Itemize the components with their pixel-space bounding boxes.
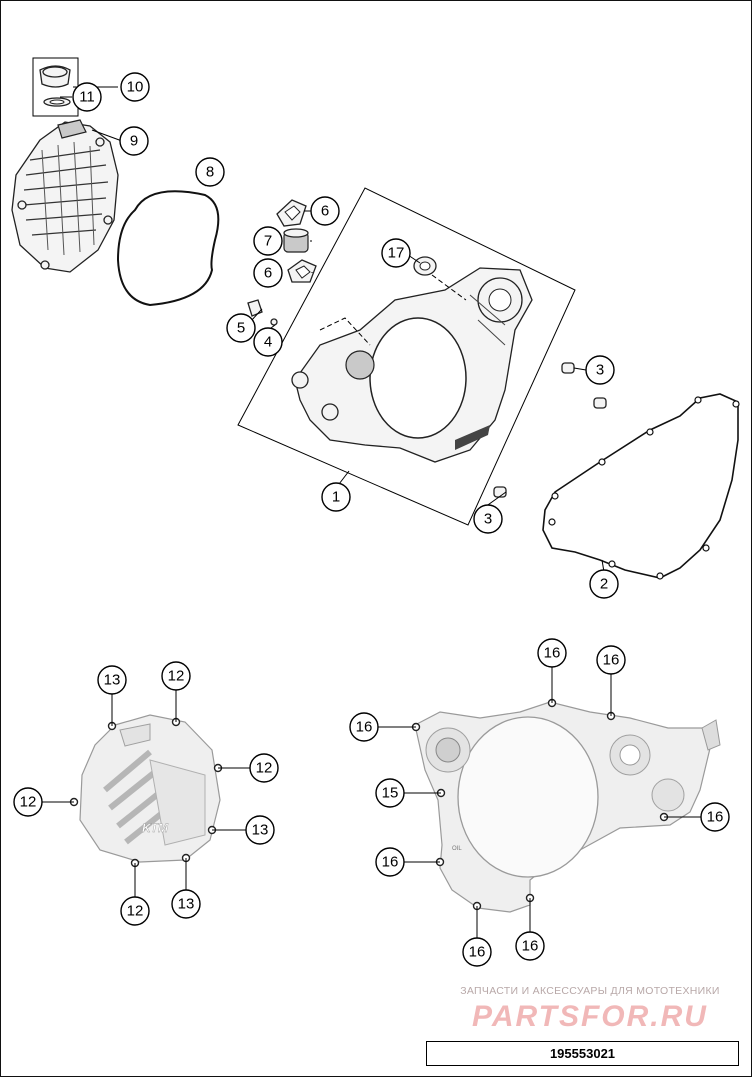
callout-4: 4 xyxy=(253,327,283,357)
svg-text:15: 15 xyxy=(382,785,399,802)
callout-5: 5 xyxy=(226,313,256,343)
crankcase-cover-fastener-view: OIL xyxy=(411,698,721,913)
callout-13-top: 13 xyxy=(97,665,127,695)
svg-text:4: 4 xyxy=(264,334,272,351)
crankcase-gasket-part xyxy=(542,393,740,580)
svg-text:6: 6 xyxy=(321,203,329,220)
callout-7: 7 xyxy=(253,226,283,256)
svg-text:16: 16 xyxy=(382,854,399,871)
svg-text:13: 13 xyxy=(178,896,195,913)
clutch-cover-part xyxy=(11,119,119,273)
svg-text:13: 13 xyxy=(252,822,269,839)
callout-3-upper: 3 xyxy=(585,355,615,385)
svg-text:6: 6 xyxy=(264,265,272,282)
svg-text:3: 3 xyxy=(484,511,492,528)
callout-17: 17 xyxy=(381,238,411,268)
svg-text:16: 16 xyxy=(707,809,724,826)
callout-16-right: 16 xyxy=(700,802,730,832)
leader-lines xyxy=(42,86,701,938)
callout-16-top-a: 16 xyxy=(537,638,567,668)
svg-text:16: 16 xyxy=(603,652,620,669)
callout-12-bottom: 12 xyxy=(120,896,150,926)
svg-text:10: 10 xyxy=(127,79,144,96)
svg-text:9: 9 xyxy=(130,133,138,150)
svg-text:12: 12 xyxy=(256,760,273,777)
svg-text:12: 12 xyxy=(127,903,144,920)
callout-3-lower: 3 xyxy=(473,504,503,534)
svg-text:16: 16 xyxy=(544,645,561,662)
svg-text:3: 3 xyxy=(596,362,604,379)
callout-6-upper: 6 xyxy=(310,196,340,226)
callout-2: 2 xyxy=(589,569,619,599)
callout-12-top: 12 xyxy=(161,661,191,691)
svg-text:5: 5 xyxy=(237,320,245,337)
watermark-tagline: ЗАПЧАСТИ И АКСЕССУАРЫ ДЛЯ МОТОТЕХНИКИ xyxy=(460,985,720,997)
callout-16-bottom-b: 16 xyxy=(515,931,545,961)
svg-text:7: 7 xyxy=(264,233,272,250)
callout-13-bottom: 13 xyxy=(171,889,201,919)
small-parts-group xyxy=(247,199,317,326)
svg-text:12: 12 xyxy=(20,794,37,811)
callout-16-left-bottom: 16 xyxy=(375,847,405,877)
drawing-number: 195553021 xyxy=(549,1046,616,1061)
callout-13-right: 13 xyxy=(245,815,275,845)
callout-16-top-b: 16 xyxy=(596,645,626,675)
svg-text:1: 1 xyxy=(332,489,340,506)
clutch-cover-fastener-view: KTM xyxy=(69,714,223,868)
drawing-number-box: 195553021 xyxy=(426,1041,739,1066)
callout-1: 1 xyxy=(321,482,351,512)
svg-text:17: 17 xyxy=(388,245,405,262)
watermark-logo: PARTSFOR.RU xyxy=(472,1000,708,1033)
svg-text:8: 8 xyxy=(206,164,214,181)
callout-11: 11 xyxy=(72,82,102,112)
callout-10: 10 xyxy=(120,72,150,102)
shaft-seal-part xyxy=(413,256,467,301)
svg-text:11: 11 xyxy=(79,89,95,106)
svg-text:16: 16 xyxy=(356,719,373,736)
callout-8: 8 xyxy=(195,157,225,187)
ignition-cover-assembly xyxy=(237,187,576,526)
svg-text:12: 12 xyxy=(168,668,185,685)
callout-16-left-top: 16 xyxy=(349,712,379,742)
svg-text:16: 16 xyxy=(522,938,539,955)
callout-12-left: 12 xyxy=(13,787,43,817)
callout-9: 9 xyxy=(119,126,149,156)
oil-filler-plug-part xyxy=(32,57,79,117)
callout-16-bottom-a: 16 xyxy=(462,937,492,967)
cover-gasket-ring-part xyxy=(116,190,220,307)
svg-text:13: 13 xyxy=(104,672,121,689)
svg-text:16: 16 xyxy=(469,944,486,961)
callout-12-right: 12 xyxy=(249,753,279,783)
cover-ktm-logo: KTM xyxy=(142,821,169,835)
callout-6-lower: 6 xyxy=(253,258,283,288)
svg-text:2: 2 xyxy=(600,576,608,593)
callout-15: 15 xyxy=(375,778,405,808)
oil-mark-label: OIL xyxy=(452,846,462,852)
